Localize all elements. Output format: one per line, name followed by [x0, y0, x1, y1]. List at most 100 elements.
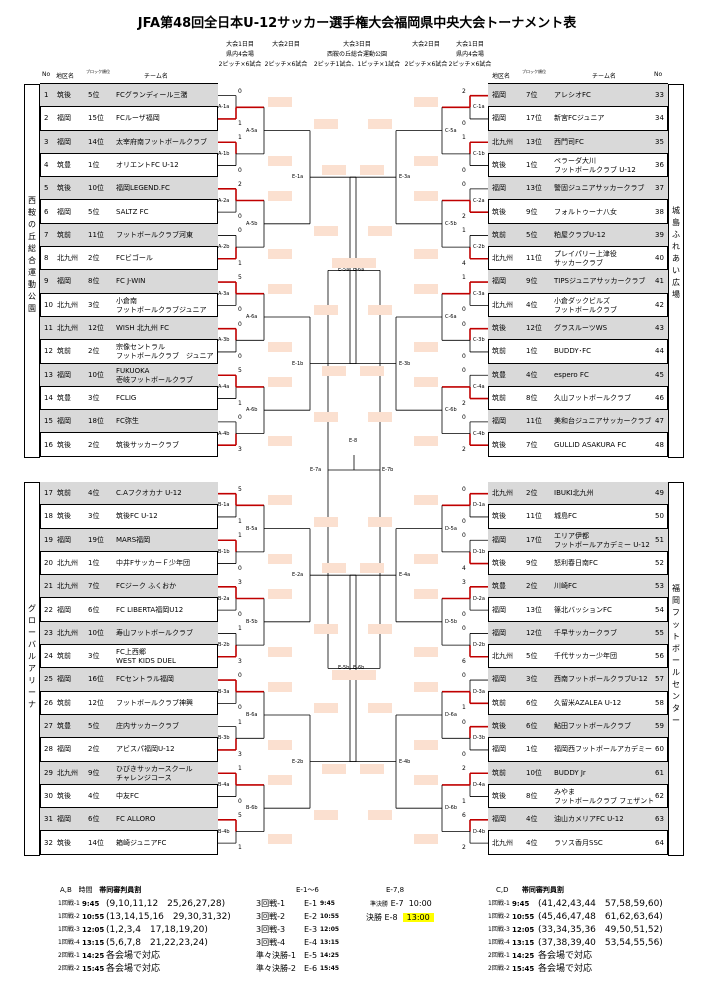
ab-head: A,B 時間 帯同審判員割 — [60, 886, 142, 894]
team-region: 福岡 — [492, 535, 506, 544]
team-region: 筑後 — [492, 558, 506, 567]
result-box — [314, 412, 338, 423]
team-region: 筑前 — [492, 393, 506, 402]
team-no: 53 — [655, 582, 664, 591]
score: 2 — [462, 765, 466, 773]
team-region: 北九州 — [57, 254, 78, 263]
match-code: D-5b — [445, 618, 458, 625]
score: 0 — [462, 119, 466, 127]
team-name: 油山カメリアFC U-12 — [554, 815, 624, 824]
team-no: 39 — [655, 230, 664, 239]
referee-assignment: (45,46,47,48 61,62,63,64) — [538, 912, 663, 922]
time: 12:05 — [320, 926, 340, 933]
team-no: 49 — [655, 489, 664, 497]
result-box — [332, 258, 356, 269]
match-code: E-3b — [399, 360, 411, 367]
match-code: D-2a — [473, 595, 485, 602]
result-box — [414, 647, 438, 658]
team-block: 4位 — [526, 838, 538, 847]
team-block: 11位 — [88, 230, 104, 239]
team-block: 1位 — [88, 558, 100, 567]
match-code: D-6a — [445, 712, 457, 718]
team-block: 11位 — [526, 254, 542, 263]
result-box — [268, 190, 292, 201]
team-block: 13位 — [526, 184, 542, 193]
team-region: 福岡 — [492, 675, 506, 684]
team-no: 31 — [44, 815, 53, 824]
match-code: C-4a — [473, 383, 485, 390]
team-region: 北九州 — [57, 628, 78, 637]
team-region: 北九州 — [57, 558, 78, 567]
venue-left-top: 西鞍の丘総合運動公園 — [24, 84, 40, 458]
team-no: 24 — [44, 652, 53, 661]
match-code: A-6a — [246, 314, 258, 320]
team-no: 2 — [44, 114, 49, 123]
final-row: 決勝 E-8 13:00 — [366, 912, 434, 924]
team-name: 太宰府南フットボールクラブ — [116, 137, 207, 146]
team-name: FUKUOKA 壱岐フットボールクラブ — [116, 366, 193, 384]
round-label: 1回戦-1 — [58, 900, 80, 907]
team-no: 56 — [655, 652, 664, 661]
team-block: 15位 — [88, 114, 104, 123]
match-code: C-1b — [473, 150, 485, 157]
round-label: 1回戦-4 — [488, 939, 510, 946]
result-box — [368, 118, 392, 129]
score: 2 — [462, 399, 466, 407]
team-no: 41 — [655, 277, 664, 286]
team-no: 25 — [44, 675, 53, 684]
team-no: 44 — [655, 347, 664, 356]
team-block: 2位 — [88, 347, 100, 356]
team-region: 筑豊 — [57, 160, 71, 169]
team-region: 筑豊 — [57, 722, 71, 730]
score: 1 — [238, 765, 242, 773]
team-name: SALTZ FC — [116, 207, 149, 216]
time: 13:15 — [82, 939, 105, 947]
team-block: 12位 — [88, 324, 104, 332]
result-box — [414, 495, 438, 506]
match-code: A-1a — [218, 104, 230, 111]
team-name: 千代サッカー少年団 — [554, 652, 617, 661]
score: 0 — [238, 166, 242, 174]
team-region: 福岡 — [492, 114, 506, 123]
team-region: 筑前 — [492, 230, 506, 239]
team-block: 2位 — [526, 489, 538, 497]
result-box — [414, 588, 438, 599]
team-block: 10位 — [526, 768, 542, 777]
match-code: A-1b — [218, 150, 230, 157]
team-no: 5 — [44, 184, 49, 193]
team-name: FCグランディール三潴 — [116, 91, 188, 99]
score: 3 — [238, 578, 242, 586]
score: 0 — [462, 352, 466, 360]
result-box — [368, 225, 392, 236]
score: 0 — [238, 672, 242, 680]
match-code: E-1 — [304, 899, 318, 908]
team-no: 64 — [655, 838, 664, 847]
result-box — [268, 435, 292, 446]
team-block: 14位 — [88, 838, 104, 847]
result-box — [314, 623, 338, 634]
team-block: 5位 — [526, 230, 538, 239]
team-name: C.Aフクオカナ U-12 — [116, 489, 182, 497]
result-box — [414, 342, 438, 353]
team-block: 10位 — [88, 370, 104, 379]
team-no: 17 — [44, 489, 53, 497]
team-no: 43 — [655, 324, 664, 332]
team-no: 38 — [655, 207, 664, 216]
